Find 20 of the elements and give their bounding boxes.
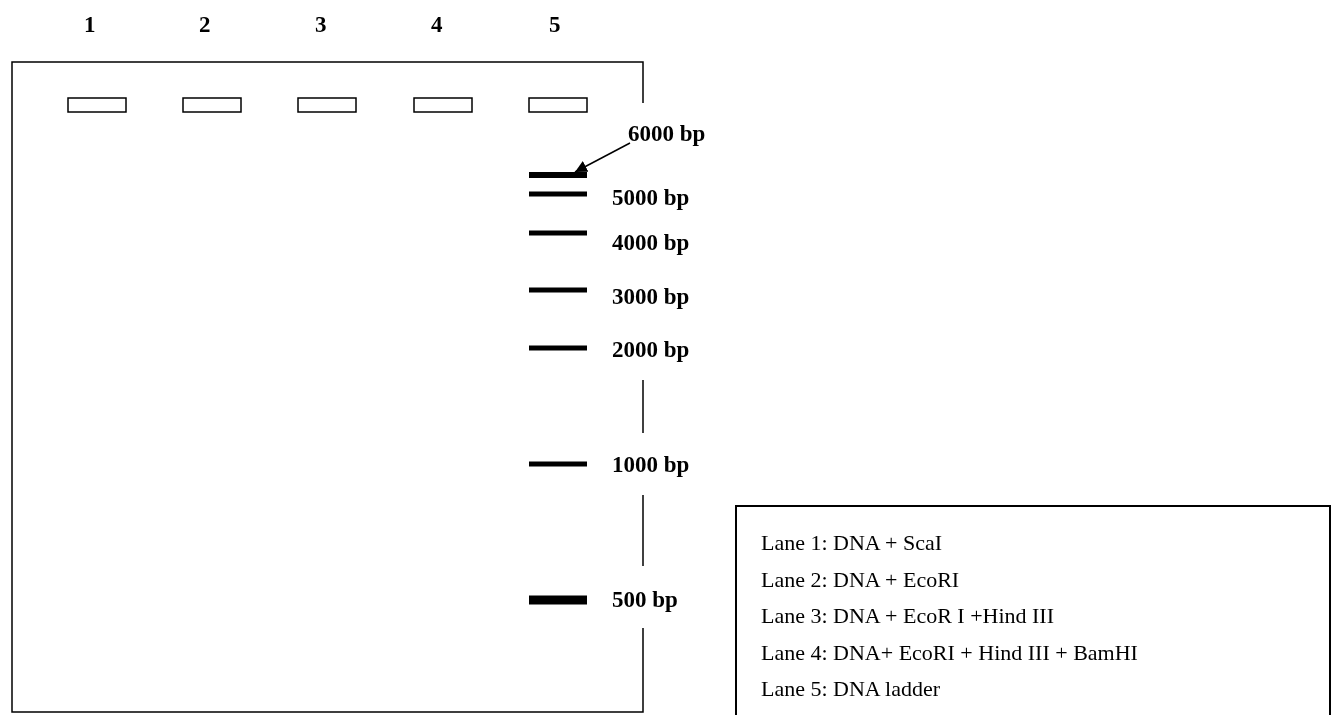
dna-band — [529, 172, 587, 178]
band-size-label: 500 bp — [612, 587, 678, 613]
lane-description: Lane 2: DNA + EcoRI — [761, 565, 961, 594]
lane-description: Lane 4: DNA+ EcoRI + Hind III + BamHI — [761, 638, 1139, 667]
lane-number: 5 — [549, 12, 561, 38]
lane-number: 2 — [199, 12, 211, 38]
legend-box — [735, 505, 1331, 715]
lane-number: 3 — [315, 12, 327, 38]
band-size-label: 1000 bp — [612, 452, 690, 478]
band-size-label: 6000 bp — [628, 121, 706, 147]
lane-number: 1 — [84, 12, 96, 38]
lane-description: Lane 1: DNA + ScaI — [761, 529, 944, 557]
band-size-label: 4000 bp — [612, 230, 690, 256]
band-size-label: 3000 bp — [612, 284, 690, 310]
band-size-label: 5000 bp — [612, 185, 690, 211]
arrow — [574, 142, 631, 173]
lane-description: Lane 3: DNA + EcoR I +Hind III — [761, 602, 1056, 630]
lane-description: Lane 5: DNA ladder — [761, 675, 941, 703]
lane-number: 4 — [431, 12, 443, 38]
band-size-label: 2000 bp — [612, 337, 690, 363]
